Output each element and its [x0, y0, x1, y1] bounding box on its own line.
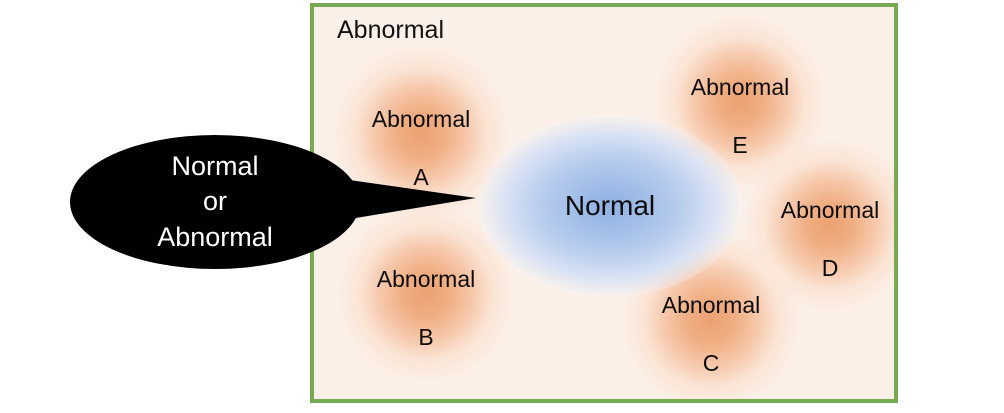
callout-line-3: Abnormal	[157, 221, 273, 252]
callout-text: Normal or Abnormal	[70, 135, 360, 269]
abnormal-region-d-line2: D	[821, 255, 839, 282]
abnormal-region-b-line1: Abnormal	[376, 265, 476, 292]
abnormal-region-b-label: Abnormal B	[377, 235, 475, 353]
abnormal-universe-box: Abnormal Abnormal A Abnormal B Abnormal …	[310, 3, 898, 403]
abnormal-region-c-line1: Abnormal	[661, 291, 761, 318]
abnormal-region-e-line1: Abnormal	[690, 73, 790, 100]
abnormal-region-c-label: Abnormal C	[662, 261, 760, 379]
abnormal-region-a-line1: Abnormal	[371, 105, 471, 132]
callout-line-2: or	[202, 186, 227, 217]
abnormal-region-d-line1: Abnormal	[780, 196, 880, 223]
abnormal-region-e-label: Abnormal E	[691, 43, 789, 161]
normal-region-label: Normal	[564, 190, 656, 221]
abnormal-region-b-line2: B	[418, 324, 434, 351]
abnormal-region-d-label: Abnormal D	[781, 166, 879, 284]
abnormal-region-e-line2: E	[732, 132, 748, 159]
abnormal-region-c-line2: C	[702, 350, 720, 377]
callout-line-1: Normal	[171, 150, 259, 181]
abnormal-region-a-line2: A	[413, 164, 429, 191]
normal-region: Normal	[478, 115, 742, 297]
abnormal-region-a-label: Abnormal A	[372, 75, 470, 193]
abnormal-universe-label: Abnormal	[337, 16, 444, 44]
